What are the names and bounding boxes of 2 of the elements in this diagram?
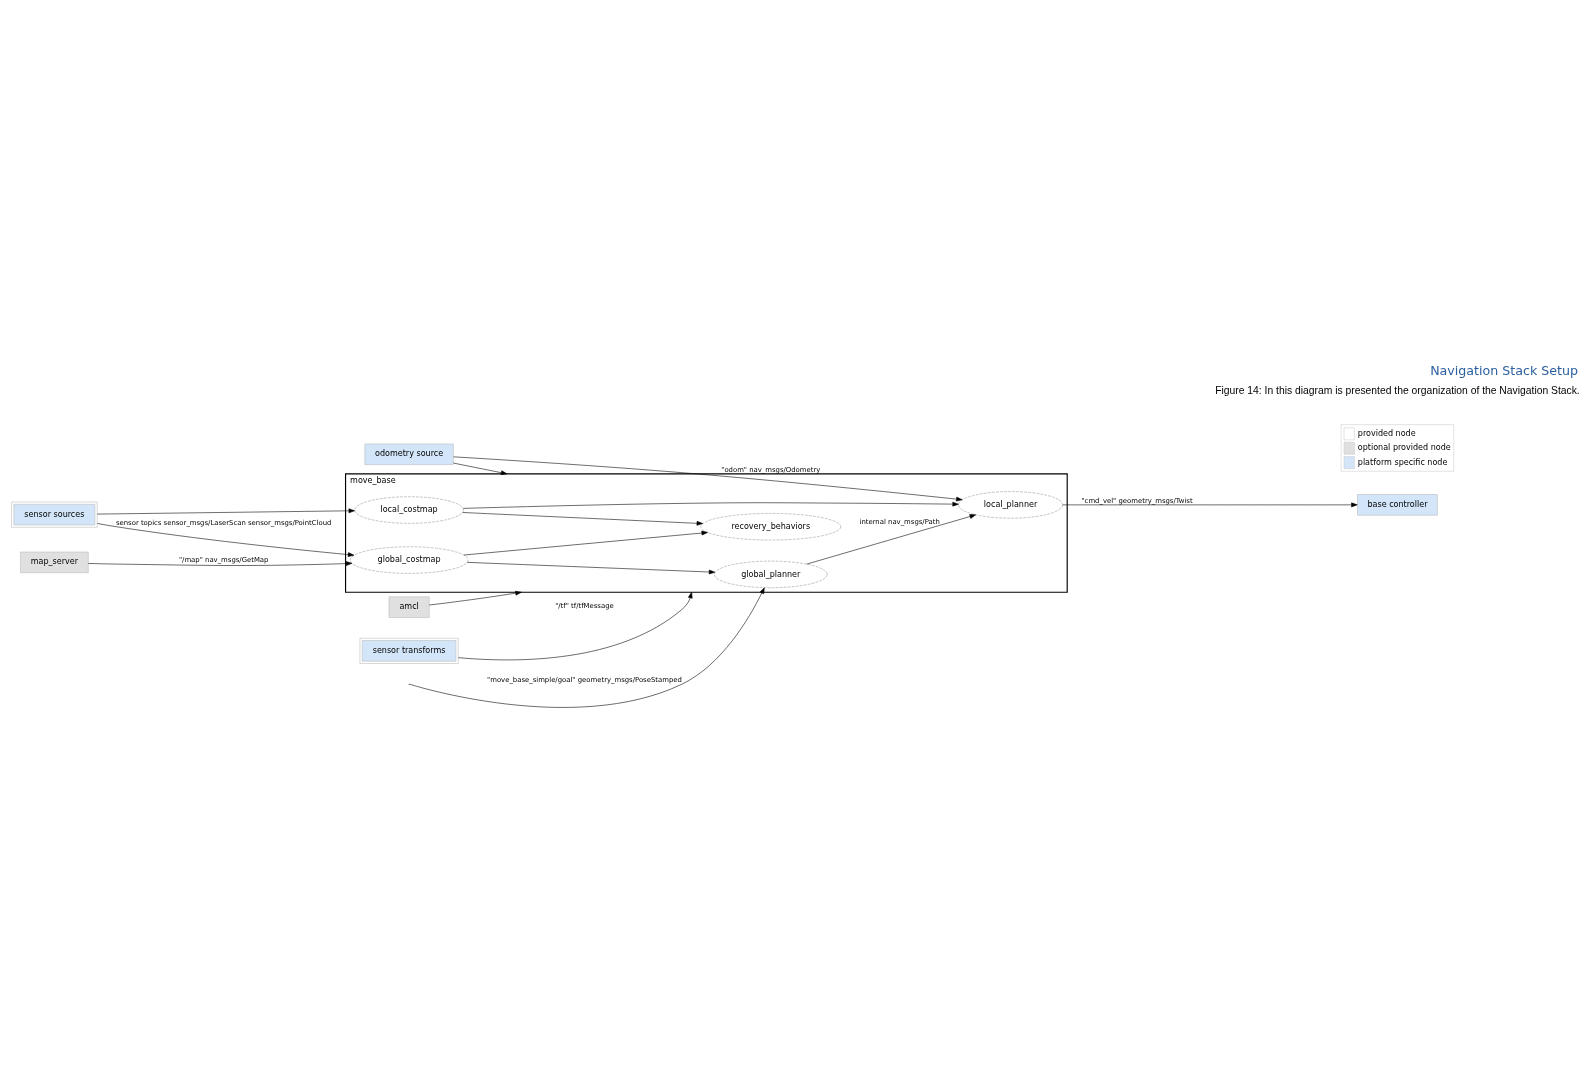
diagram-title: Navigation Stack Setup (1430, 362, 1579, 378)
caption: Figure 14: In this diagram is presented the organization of the Navigation Stack. (1215, 384, 1580, 396)
